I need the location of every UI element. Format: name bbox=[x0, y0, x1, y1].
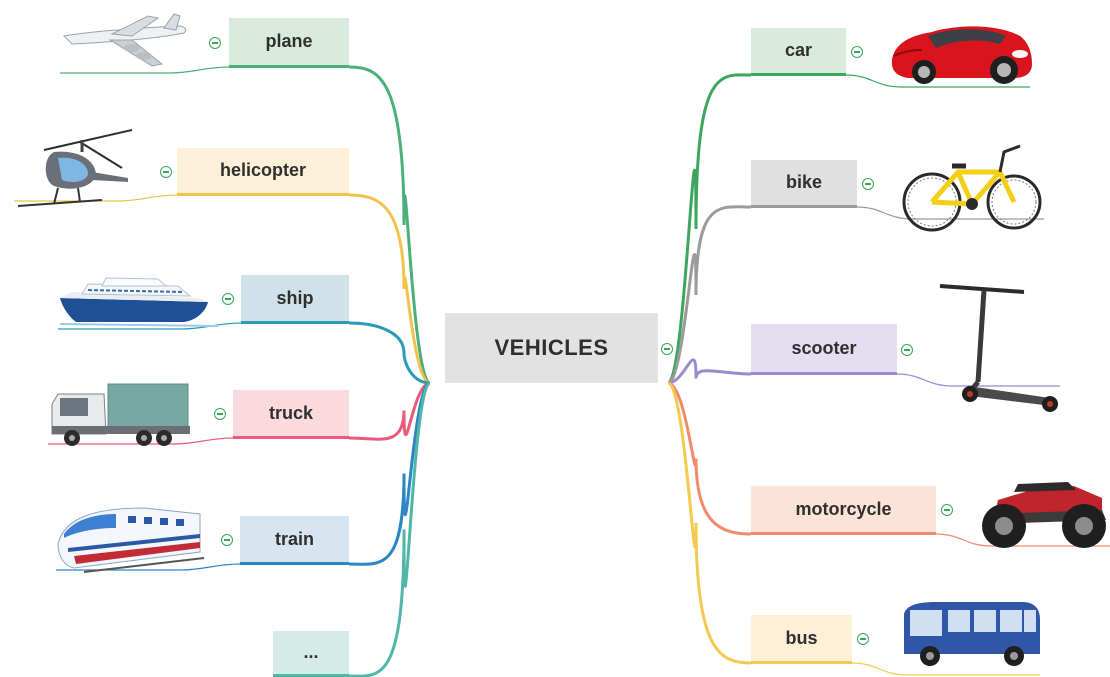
scooter-icon bbox=[939, 284, 1058, 412]
branch-underline bbox=[48, 437, 234, 445]
branch-link bbox=[667, 358, 752, 385]
branch-bus[interactable]: bus bbox=[751, 615, 852, 664]
ship-icon bbox=[59, 277, 219, 327]
branch-car[interactable]: car bbox=[751, 28, 846, 76]
central-collapse-toggle[interactable] bbox=[661, 343, 673, 355]
branch-link bbox=[667, 205, 752, 385]
car-icon bbox=[891, 26, 1032, 84]
branch-label: car bbox=[784, 40, 813, 60]
branch-label: truck bbox=[268, 402, 313, 423]
branch-truck[interactable]: truck bbox=[233, 390, 349, 439]
branch-link bbox=[348, 381, 432, 677]
airplane-icon bbox=[62, 13, 187, 67]
branch-link bbox=[667, 381, 752, 536]
branch-label: bus bbox=[785, 627, 818, 648]
branch-label: motorcycle bbox=[795, 498, 892, 519]
branch-train[interactable]: train bbox=[240, 516, 349, 565]
branch-underline bbox=[60, 66, 230, 74]
branch-label: plane bbox=[265, 31, 313, 51]
collapse-toggle-ship[interactable] bbox=[222, 293, 234, 305]
branch-link bbox=[666, 73, 752, 385]
train-icon bbox=[57, 507, 205, 573]
branch-more[interactable]: ... bbox=[273, 631, 349, 677]
branch-link bbox=[348, 193, 431, 385]
branch-underline bbox=[896, 373, 1060, 387]
collapse-toggle-motorcycle[interactable] bbox=[941, 504, 953, 516]
branch-ship[interactable]: ship bbox=[241, 275, 349, 324]
atv-icon bbox=[982, 482, 1106, 548]
central-topic[interactable]: VEHICLES bbox=[445, 313, 658, 383]
collapse-toggle-car[interactable] bbox=[851, 46, 863, 58]
branch-helicopter[interactable]: helicopter bbox=[177, 148, 349, 196]
collapse-toggle-helicopter[interactable] bbox=[160, 166, 172, 178]
branch-motorcycle[interactable]: motorcycle bbox=[751, 486, 936, 535]
vehicle-icons bbox=[17, 13, 1106, 666]
collapse-toggle-bike[interactable] bbox=[862, 178, 874, 190]
branch-underline bbox=[935, 533, 1110, 547]
branch-label: scooter bbox=[791, 337, 857, 358]
branch-link bbox=[348, 65, 431, 385]
central-topic-label: VEHICLES bbox=[494, 335, 609, 360]
branch-underline bbox=[851, 662, 1040, 676]
branch-bike[interactable]: bike bbox=[751, 160, 857, 208]
collapse-toggle-scooter[interactable] bbox=[901, 344, 913, 356]
branch-plane[interactable]: plane bbox=[229, 18, 349, 68]
collapse-toggle-plane[interactable] bbox=[209, 37, 221, 49]
branch-underline bbox=[56, 563, 241, 571]
branch-underline bbox=[845, 74, 1030, 88]
branch-link bbox=[348, 321, 431, 385]
branch-underline bbox=[14, 194, 178, 202]
branch-label: ... bbox=[303, 642, 319, 662]
collapse-toggle-bus[interactable] bbox=[857, 633, 869, 645]
branch-link bbox=[348, 381, 431, 566]
branch-label: helicopter bbox=[219, 160, 307, 180]
helicopter-icon bbox=[17, 129, 133, 207]
branch-underline bbox=[856, 206, 1044, 220]
collapse-toggle-train[interactable] bbox=[221, 534, 233, 546]
bus-icon bbox=[904, 602, 1040, 666]
branch-label: ship bbox=[276, 287, 314, 308]
branch-scooter[interactable]: scooter bbox=[751, 324, 897, 375]
collapse-toggle-truck[interactable] bbox=[214, 408, 226, 420]
bicycle-icon bbox=[902, 144, 1042, 232]
truck-icon bbox=[51, 383, 190, 446]
branch-label: bike bbox=[785, 172, 823, 192]
branch-links bbox=[348, 65, 752, 677]
branch-label: train bbox=[274, 528, 314, 549]
branch-link bbox=[348, 381, 431, 441]
branch-link bbox=[667, 381, 752, 665]
